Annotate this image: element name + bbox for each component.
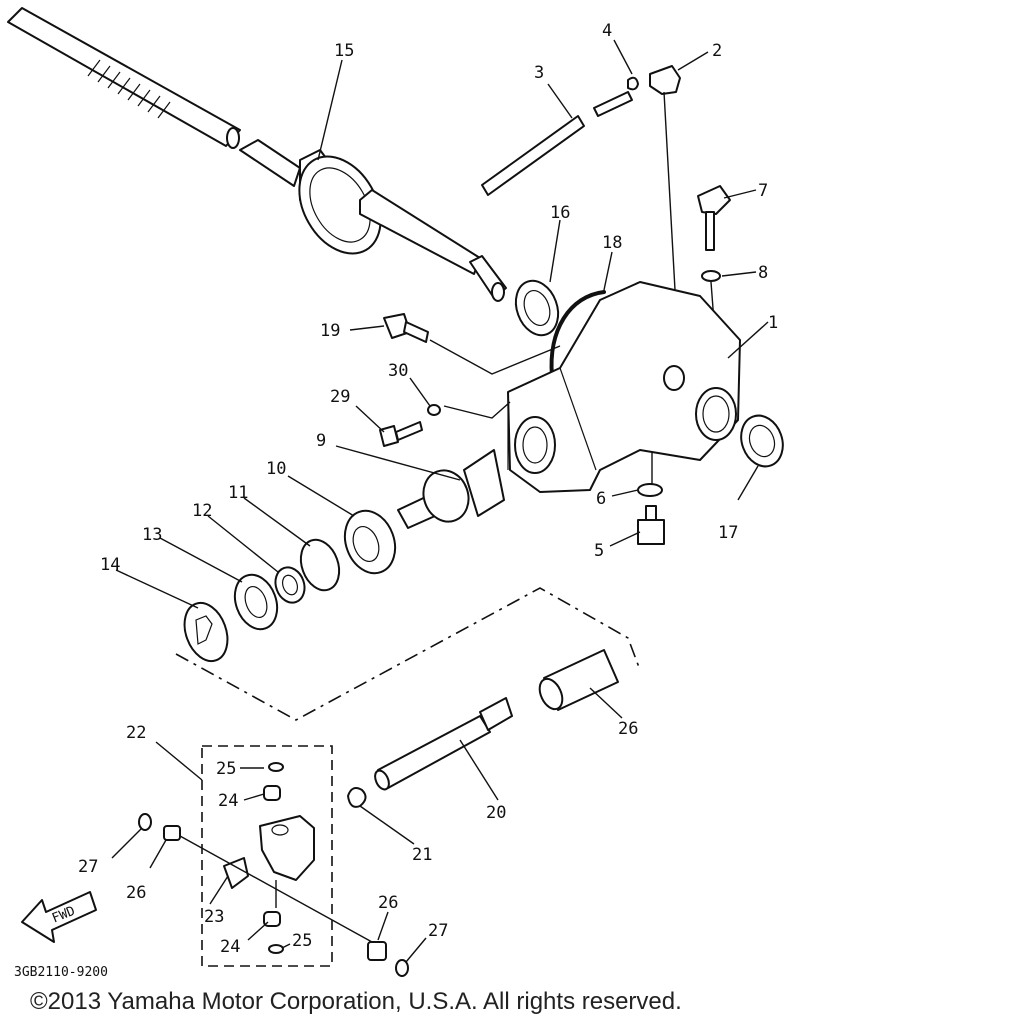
part-3-breather-hose	[481, 91, 633, 196]
part-10-bearing	[343, 509, 397, 575]
part-12-nut	[274, 566, 306, 604]
part-5-drain-plug	[637, 505, 665, 545]
callout-13: 13	[142, 525, 162, 545]
callout-18: 18	[602, 233, 622, 253]
callout-23: 23	[204, 907, 224, 927]
part-1-gear-case	[507, 281, 741, 493]
part-14-ring-nut	[183, 601, 229, 663]
callout-10: 10	[266, 459, 286, 479]
part-2-elbow-fitting	[649, 65, 681, 95]
callout-15: 15	[334, 41, 354, 61]
callout-26-left: 26	[126, 883, 146, 903]
callout-20: 20	[486, 803, 506, 823]
callout-8: 8	[758, 263, 768, 283]
callout-9: 9	[316, 431, 326, 451]
callout-21: 21	[412, 845, 432, 865]
part-23-spider	[223, 857, 249, 889]
callout-labels: 15 3 4 2 7 8 1 16 18 19 30 29 9 10 11 12…	[78, 21, 778, 957]
callout-28: 26	[618, 719, 638, 739]
callout-5: 5	[594, 541, 604, 561]
part-24-bearing-cup-top	[263, 785, 281, 801]
copyright-notice: ©2013 Yamaha Motor Corporation, U.S.A. A…	[30, 988, 682, 1015]
callout-22: 22	[126, 723, 146, 743]
callout-16: 16	[550, 203, 570, 223]
part-11-o-ring	[299, 538, 341, 592]
callout-25-bottom: 25	[292, 931, 312, 951]
part-7-filler-cap	[697, 185, 731, 251]
callout-19: 19	[320, 321, 340, 341]
part-25-circlip-top	[268, 762, 284, 772]
fwd-arrow-icon: FWD	[21, 891, 97, 943]
part-29-bolt	[379, 421, 423, 447]
part-15-shaft-ring-gear	[7, 7, 507, 302]
part-9-drive-pinion	[397, 449, 505, 529]
part-16-oil-seal	[514, 279, 560, 337]
part-20-drive-shaft	[374, 697, 513, 791]
part-28-coupling	[538, 649, 619, 711]
part-26-bearing-left	[163, 825, 181, 841]
callout-2: 2	[712, 41, 722, 61]
callout-4: 4	[602, 21, 612, 41]
callout-25-top: 25	[216, 759, 236, 779]
callout-14: 14	[100, 555, 120, 575]
part-27-washer-right	[395, 959, 409, 977]
callout-30: 30	[388, 361, 408, 381]
callout-29: 29	[330, 387, 350, 407]
diagram-code: 3GB2110-9200	[14, 965, 108, 980]
part-30-washer	[427, 404, 441, 416]
part-21-circlip	[347, 787, 367, 808]
callout-27-left: 27	[78, 857, 98, 877]
part-4-clip	[627, 76, 639, 91]
part-25-circlip-bottom	[268, 944, 284, 954]
callout-27-right: 27	[428, 921, 448, 941]
callout-3: 3	[534, 63, 544, 83]
callout-1: 1	[768, 313, 778, 333]
callout-24-bottom: 24	[220, 937, 240, 957]
part-19-bolt	[383, 313, 429, 343]
part-22-universal-joint-box	[201, 745, 333, 967]
callout-11: 11	[228, 483, 248, 503]
leader-lines	[111, 39, 769, 963]
part-26-bearing-right	[367, 941, 387, 961]
part-8-o-ring	[701, 270, 721, 282]
callout-24-top: 24	[218, 791, 238, 811]
callout-17: 17	[718, 523, 738, 543]
callout-6: 6	[596, 489, 606, 509]
callout-12: 12	[192, 501, 212, 521]
part-18-gasket	[549, 290, 606, 378]
part-22-yoke	[259, 815, 315, 881]
callout-26-right: 26	[378, 893, 398, 913]
part-27-washer-left	[138, 813, 152, 831]
callout-7: 7	[758, 181, 768, 201]
part-13-bearing	[233, 573, 279, 631]
part-6-gasket-washer	[637, 483, 663, 497]
part-17-oil-seal	[740, 414, 784, 468]
